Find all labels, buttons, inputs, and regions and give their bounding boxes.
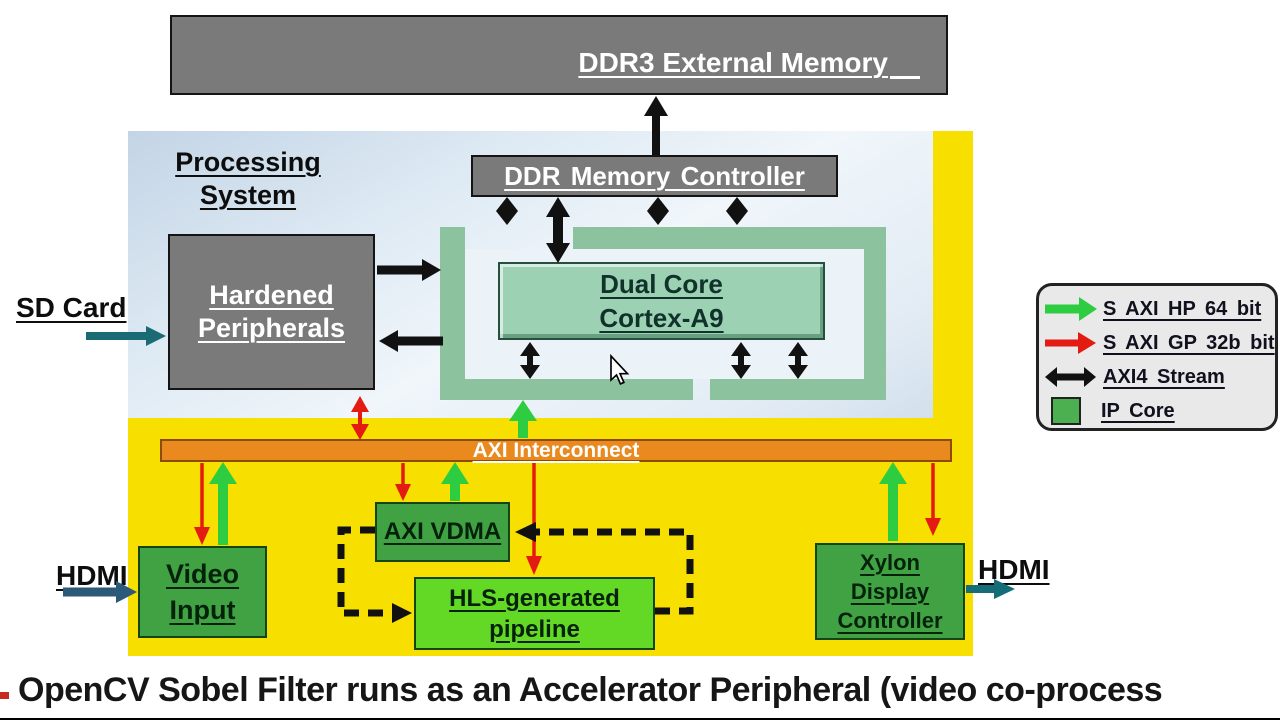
green-arrow-icon <box>1045 297 1097 321</box>
hardened-peripherals-box: Hardened Peripherals <box>168 234 375 390</box>
hls-generated-pipeline-box: HLS-generated pipeline <box>414 577 655 650</box>
caption-bullet <box>0 692 9 699</box>
axi-vdma-box: AXI VDMA <box>375 502 510 562</box>
cpu-frame-bottom-left <box>440 379 693 400</box>
axi-interconnect-bar: AXI Interconnect <box>160 439 952 462</box>
legend: S AXI HP 64 bit S AXI GP 32b bit AXI4 St… <box>1036 283 1278 431</box>
cpu-frame-top <box>573 227 886 249</box>
ip-core-swatch-icon <box>1051 397 1081 425</box>
cpu-frame-bottom-right <box>710 379 886 400</box>
legend-row-hp: S AXI HP 64 bit <box>1045 292 1275 326</box>
dual-core-cortex-a9-box: Dual Core Cortex-A9 <box>498 262 825 340</box>
red-arrow-icon <box>1045 332 1096 354</box>
video-input-box: Video Input <box>138 546 267 638</box>
hdmi-in-label: HDMI <box>56 560 128 591</box>
ddr3-label: DDR3 External Memory <box>578 47 888 78</box>
programmable-logic-right-strip <box>933 131 973 418</box>
ddr3-external-memory-box: DDR3 External Memory <box>170 15 948 95</box>
legend-row-stream: AXI4 Stream <box>1045 360 1275 394</box>
caption-text: OpenCV Sobel Filter runs as an Accelerat… <box>18 671 1163 709</box>
legend-row-ipcore: IP Core <box>1045 394 1275 428</box>
legend-row-gp: S AXI GP 32b bit <box>1045 326 1275 360</box>
hdmi-out-label: HDMI <box>978 554 1050 585</box>
underline-tail <box>890 54 920 79</box>
sd-card-label: SD Card <box>16 292 127 323</box>
black-double-arrow-icon <box>1045 367 1096 387</box>
bottom-edge-line <box>0 718 1280 720</box>
processing-system-label: Processing System <box>175 147 321 210</box>
ddr-memory-controller-box: DDR Memory Controller <box>471 155 838 197</box>
xylon-display-controller-box: Xylon Display Controller <box>815 543 965 640</box>
cpu-frame-left <box>440 227 465 400</box>
cpu-frame-right <box>864 227 886 400</box>
